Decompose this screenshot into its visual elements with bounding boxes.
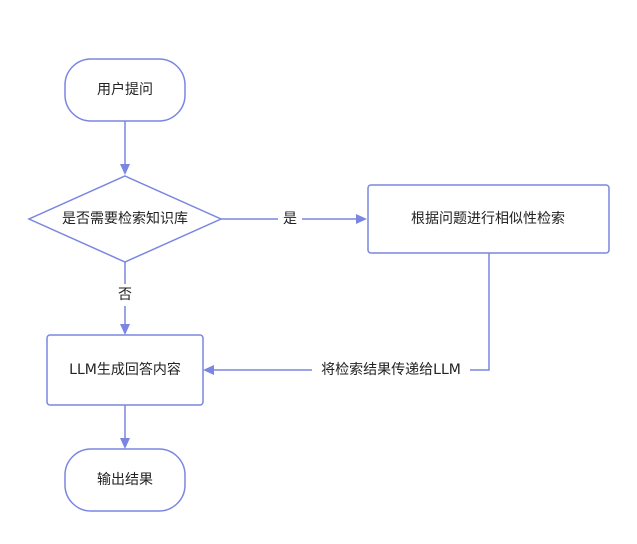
- node-generate-label: LLM生成回答内容: [69, 361, 181, 378]
- node-retrieve: 根据问题进行相似性检索: [367, 184, 610, 254]
- node-retrieve-label: 根据问题进行相似性检索: [411, 210, 565, 227]
- arrow-head-icon: [356, 214, 367, 224]
- edge-label-no: 否: [118, 287, 132, 303]
- arrow-head-icon: [120, 438, 130, 449]
- node-start-label: 用户提问: [97, 81, 153, 98]
- edge-label-retrieve-to-generate: 将检索结果传递给LLM: [321, 361, 461, 378]
- node-decision: 是否需要检索知识库: [27, 175, 223, 263]
- arrow-head-icon: [120, 164, 130, 175]
- arrow-head-icon: [120, 324, 130, 335]
- node-end-label: 输出结果: [97, 472, 153, 488]
- edge-start-to-decision: [120, 121, 130, 175]
- node-end: 输出结果: [64, 448, 186, 512]
- node-decision-label: 是否需要检索知识库: [62, 210, 188, 227]
- edge-label-yes: 是: [283, 211, 297, 227]
- node-start: 用户提问: [64, 58, 186, 122]
- edge-decision-no: 否: [114, 262, 136, 335]
- arrow-head-icon: [203, 365, 214, 375]
- edge-retrieve-to-generate: 将检索结果传递给LLM: [203, 253, 490, 381]
- edge-decision-yes: 是: [221, 208, 367, 230]
- edge-generate-to-end: [120, 405, 130, 449]
- node-generate: LLM生成回答内容: [46, 334, 204, 406]
